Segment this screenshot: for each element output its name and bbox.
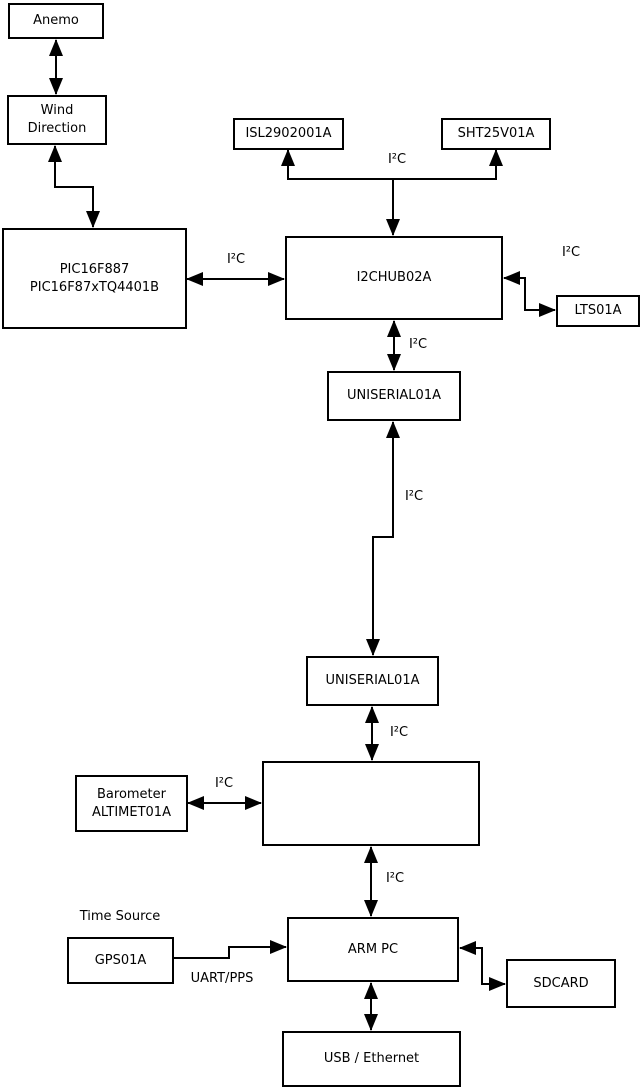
edge-label-uart-pps: UART/PPS — [190, 971, 254, 986]
label-time-source: Time Source — [79, 909, 161, 924]
node-wind-direction: Wind Direction — [7, 95, 107, 145]
edge-label-i2c-hub1-lts: I²C — [561, 245, 581, 260]
node-gps-label: GPS01A — [94, 952, 147, 968]
node-uniserial2-label: UNISERIAL01A — [325, 673, 420, 689]
node-pic: PIC16F887 PIC16F87xTQ4401B — [2, 228, 187, 329]
node-uniserial2: UNISERIAL01A — [306, 656, 439, 706]
node-pic-label-line2: PIC16F87xTQ4401B — [29, 279, 160, 295]
edge-label-i2c-uniserial-link: I²C — [404, 489, 424, 504]
node-barometer-label-line2: ALTIMET01A — [92, 804, 171, 820]
node-pic-label-line1: PIC16F887 — [59, 261, 130, 277]
edge-label-i2c-sensor-bus: I²C — [387, 152, 407, 167]
node-sdcard-label: SDCARD — [533, 975, 589, 991]
edge-label-i2c-barometer-hub2: I²C — [214, 776, 234, 791]
node-sht: SHT25V01A — [441, 118, 551, 150]
node-anemo-label: Anemo — [33, 13, 79, 29]
node-lts-label: LTS01A — [574, 303, 622, 319]
node-arm-pc: ARM PC — [287, 917, 459, 982]
edge-label-i2c-uniserial2-hub2: I²C — [389, 725, 409, 740]
node-sdcard: SDCARD — [506, 959, 616, 1008]
node-hub2 — [262, 761, 480, 846]
node-barometer-label-line1: Barometer — [97, 786, 166, 802]
edge-gps-armpc — [174, 940, 287, 959]
node-gps: GPS01A — [67, 937, 174, 984]
node-usb-ethernet-label: USB / Ethernet — [323, 1051, 420, 1067]
node-hub1-label: I2CHUB02A — [356, 270, 432, 286]
edge-label-i2c-hub1-uniserial1: I²C — [408, 337, 428, 352]
edge-label-i2c-pic-hub1: I²C — [226, 252, 246, 267]
node-hub1: I2CHUB02A — [285, 236, 503, 320]
edge-armpc-sdcard — [459, 941, 506, 991]
node-uniserial1: UNISERIAL01A — [327, 371, 461, 421]
node-usb-ethernet: USB / Ethernet — [282, 1031, 461, 1087]
node-wind-direction-label-line2: Direction — [27, 121, 87, 136]
node-arm-pc-label: ARM PC — [347, 941, 399, 957]
edge-uniserial1-uniserial2 — [366, 421, 400, 656]
node-barometer: Barometer ALTIMET01A — [75, 775, 188, 832]
node-lts: LTS01A — [556, 295, 640, 327]
node-isl-label: ISL2902001A — [245, 126, 332, 142]
node-isl: ISL2902001A — [233, 118, 344, 150]
node-wind-direction-label-line1: Wind — [40, 103, 74, 119]
edge-hub1-lts — [503, 271, 556, 317]
node-uniserial1-label: UNISERIAL01A — [347, 388, 441, 404]
node-sht-label: SHT25V01A — [457, 126, 535, 142]
node-anemo: Anemo — [8, 3, 104, 39]
edge-winddirection-pic — [48, 145, 100, 228]
edge-label-i2c-hub2-armpc: I²C — [385, 871, 405, 886]
